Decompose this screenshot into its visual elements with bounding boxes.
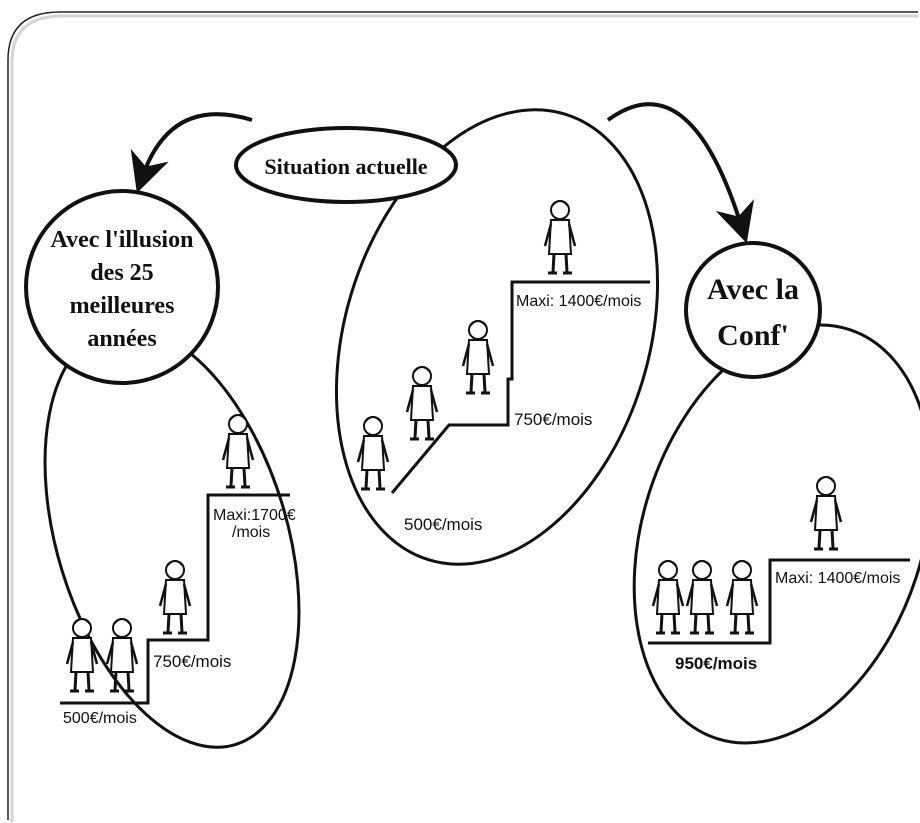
conf-node [684, 241, 822, 379]
outer-frame [7, 11, 918, 820]
conf-title-line-2: Conf' [717, 319, 789, 352]
conf-max-label: Maxi: 1400€/mois [775, 570, 900, 587]
illusion-low-label: 500€/mois [63, 710, 137, 727]
conf-ellipse [632, 323, 920, 745]
illusion-title-line-3: meilleures [70, 293, 175, 319]
illusion-title-line-1: Avec l'illusion [51, 227, 194, 253]
current-node [234, 126, 458, 204]
current-staircase [390, 280, 650, 494]
illusion-mid-label: 750€/mois [153, 652, 231, 671]
illusion-title-line-2: des 25 [90, 260, 153, 286]
current-mid-label: 750€/mois [514, 410, 592, 429]
current-ellipse [334, 108, 660, 566]
current-low-label: 500€/mois [404, 515, 482, 534]
illusion-max-label-unit: /mois [232, 524, 270, 541]
conf-staircase [648, 558, 910, 645]
conf-title-line-1: Avec la [707, 273, 799, 306]
arrow-to-illusion-icon [130, 112, 253, 194]
illusion-staircase [60, 493, 290, 705]
illusion-title-line-4: années [87, 326, 156, 352]
illusion-node [24, 189, 220, 385]
illusion-max-label: Maxi:1700€ [213, 507, 296, 524]
conf-low-label: 950€/mois [675, 654, 757, 673]
current-title: Situation actuelle [264, 154, 427, 179]
frame-shadow [10, 14, 918, 822]
arrow-to-conf-icon [606, 102, 755, 244]
current-max-label: Maxi: 1400€/mois [516, 293, 641, 310]
